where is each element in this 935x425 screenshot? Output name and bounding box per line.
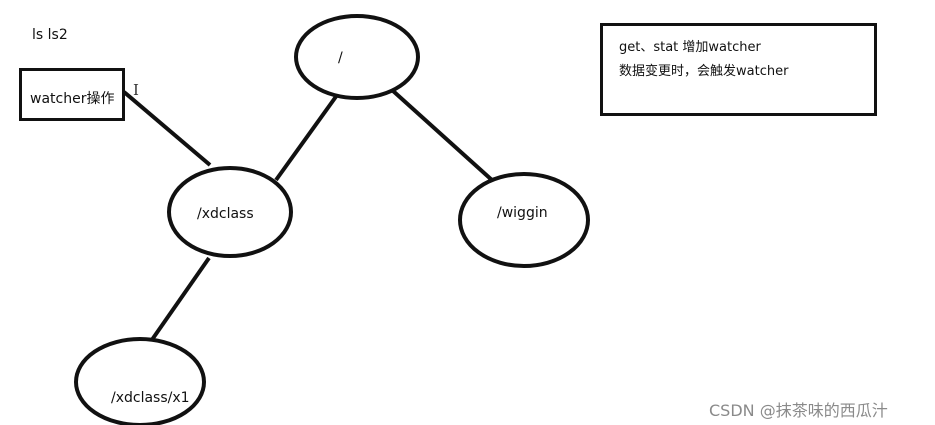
- node-wiggin-ellipse: [458, 172, 590, 268]
- note-line-1: get、stat 增加watcher: [619, 40, 761, 55]
- edge-xdclass-to-x1: [147, 256, 211, 346]
- edge-root-to-wiggin: [390, 88, 495, 183]
- node-x1-label: /xdclass/x1: [111, 390, 190, 406]
- edge-root-to-xdclass: [274, 89, 342, 182]
- node-root-ellipse: [294, 14, 420, 100]
- edge-watcher-to-xdclass: [122, 90, 212, 167]
- node-xdclass-label: /xdclass: [197, 206, 254, 222]
- node-wiggin-label: /wiggin: [497, 205, 548, 221]
- note-line-2: 数据变更时，会触发watcher: [619, 64, 789, 79]
- text-cursor-icon: I: [133, 81, 139, 99]
- node-xdclass-ellipse: [167, 166, 293, 258]
- watermark: CSDN @抹茶味的西瓜汁: [709, 401, 888, 420]
- node-x1-ellipse: [74, 337, 206, 425]
- corner-text: ls ls2: [32, 27, 68, 43]
- note-box: get、stat 增加watcher 数据变更时，会触发watcher: [600, 23, 877, 116]
- watcher-box: watcher操作: [19, 68, 125, 121]
- node-root-label: /: [338, 50, 343, 66]
- watcher-box-label: watcher操作: [30, 91, 115, 107]
